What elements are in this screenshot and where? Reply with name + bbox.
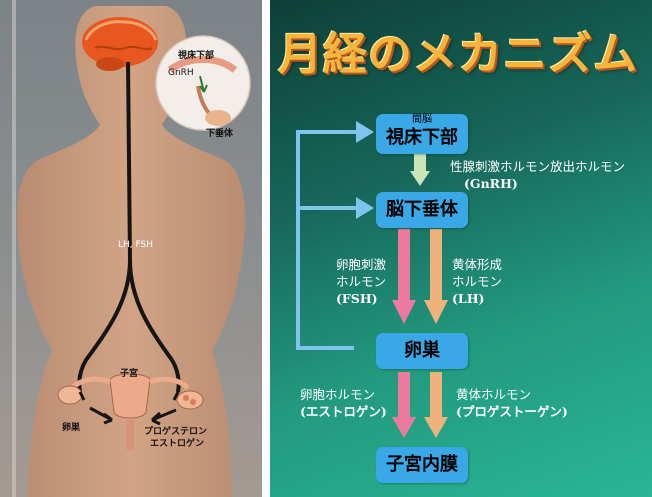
gnrh-label-line1: 性腺刺激ホルモン放出ホルモン [450,158,625,175]
ovary-label: 卵巣 [62,420,80,433]
gnrh-label-line2: (GnRH) [464,176,518,191]
hormones-label-line2: エストロゲン [150,436,204,449]
feedback-arrowhead-mid [356,197,374,219]
fsh-label: 卵胞刺激 ホルモン (FSH) [336,256,386,307]
progesterone-label-line2: (プロゲストーゲン) [456,404,568,419]
lh-fsh-label: LH, FSH [118,240,153,250]
node-hypothalamus-sub: 間脳 [376,114,468,126]
node-pituitary: 脳下垂体 [376,192,468,228]
fsh-label-line1: 卵胞刺激 [336,256,386,273]
lh-label: 黄体形成 ホルモン (LH) [452,256,502,307]
node-hypothalamus-label: 視床下部 [386,127,458,148]
progesterone-arrow [424,417,448,438]
node-hypothalamus: 間脳 視床下部 [376,114,468,154]
uterus-label: 子宮 [120,366,138,379]
fsh-label-line2: ホルモン [336,273,386,290]
gnrh-label: 性腺刺激ホルモン放出ホルモン (GnRH) [450,158,625,192]
lh-label-line3: (LH) [452,291,484,306]
inset-hypothalamus-label: 視床下部 [178,48,214,61]
estrogen-arrow [392,417,416,438]
lh-label-line2: ホルモン [452,273,502,290]
lh-label-line1: 黄体形成 [452,256,502,273]
uterus [110,374,150,418]
fsh-label-line3: (FSH) [336,291,378,306]
progesterone-label-line1: 黄体ホルモン [456,386,568,403]
estrogen-label: 卵胞ホルモン (エストロゲン) [300,386,387,420]
gnrh-arrow [410,171,430,186]
fsh-arrow [392,300,416,324]
inset-pituitary-label: 下垂体 [206,126,233,139]
left-ovary-illustration [58,386,82,404]
feedback-arrowhead-top [356,121,374,143]
right-ovary-illustration [177,391,203,409]
diagram-arrows [270,0,652,497]
feedback-line [298,132,360,348]
estrogen-label-line1: 卵胞ホルモン [300,386,387,403]
lh-arrow [424,300,448,324]
progesterone-label: 黄体ホルモン (プロゲストーゲン) [456,386,568,420]
node-ovary: 卵巣 [376,333,468,369]
estrogen-label-line2: (エストロゲン) [300,404,387,419]
node-endometrium: 子宮内膜 [376,447,468,483]
inset-gnrh-label: GnRH [168,68,194,78]
